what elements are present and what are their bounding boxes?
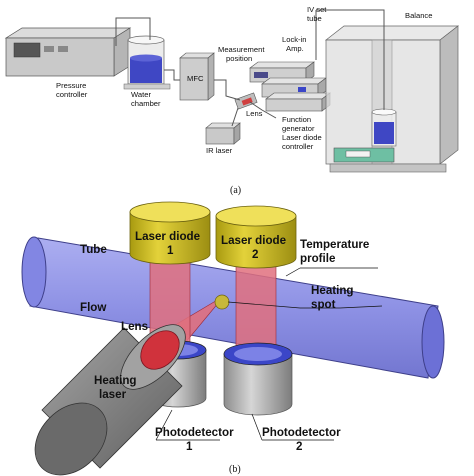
label-measurement-position-line2: position — [226, 54, 252, 63]
label-photodetector-1-line1: Photodetector — [155, 426, 234, 439]
panel-b-leader-lines — [155, 267, 383, 441]
label-laser-diode-2-line2: 2 — [252, 248, 258, 261]
label-lockin-line2: Amp. — [286, 44, 304, 53]
label-function-generator-line1: Function — [282, 115, 311, 124]
label-photodetector-2-line2: 2 — [296, 440, 302, 453]
photodetector-2 — [223, 342, 293, 416]
label-photodetector-1-line2: 1 — [186, 440, 193, 453]
laser-diode-1 — [129, 201, 211, 345]
label-heating-laser-line2: laser — [99, 388, 127, 401]
label-lens-a: Lens — [246, 109, 263, 118]
caption-b: (b) — [229, 464, 241, 475]
label-pressure-controller-line1: Pressure — [56, 81, 86, 90]
label-flow: Flow — [80, 301, 107, 314]
pressure-controller-device — [4, 27, 132, 77]
label-iv-set-line2: tube — [307, 14, 322, 23]
label-water-chamber-line2: chamber — [131, 99, 161, 108]
label-pressure-controller-line2: controller — [56, 90, 88, 99]
label-photodetector-2-line1: Photodetector — [262, 426, 341, 439]
mfc-device — [179, 52, 215, 101]
label-temperature-profile-line2: profile — [300, 252, 336, 265]
label-laser-diode-controller-line2: controller — [282, 142, 314, 151]
water-chamber-device — [123, 35, 171, 90]
label-heating-spot-line1: Heating — [311, 284, 354, 297]
heating-spot-particle — [214, 294, 230, 310]
caption-a: (a) — [230, 185, 241, 196]
label-laser-diode-2-line1: Laser diode — [221, 234, 287, 247]
panel-b: Tube Flow Lens Laser diode 1 Laser diode… — [21, 201, 445, 476]
label-tube: Tube — [80, 243, 107, 256]
laser-diode-2 — [215, 205, 297, 351]
label-ir-laser: IR laser — [206, 146, 233, 155]
label-laser-diode-1-line2: 1 — [167, 244, 174, 257]
label-heating-laser-line1: Heating — [94, 374, 137, 387]
label-laser-diode-controller-line1: Laser diode — [282, 133, 322, 142]
measurement-stage — [205, 92, 258, 145]
label-balance: Balance — [405, 11, 432, 20]
label-laser-diode-1-line1: Laser diode — [135, 230, 201, 243]
balance-device — [324, 25, 460, 173]
label-lockin-line1: Lock-in — [282, 35, 306, 44]
label-heating-spot-line2: spot — [311, 298, 336, 311]
flow-tube — [21, 236, 445, 379]
label-water-chamber-line1: Water — [131, 90, 151, 99]
panel-a-tubing — [115, 9, 385, 127]
panel-a-labels: Pressure controller Water chamber MFC Me… — [56, 5, 432, 155]
label-temperature-profile-line1: Temperature — [300, 238, 370, 251]
label-measurement-position-line1: Measurement — [218, 45, 265, 54]
panel-b-labels: Tube Flow Lens Laser diode 1 Laser diode… — [80, 230, 370, 453]
lens-element — [140, 330, 180, 370]
electronics-stack — [249, 61, 331, 112]
panel-a: Pressure controller Water chamber MFC Me… — [4, 5, 460, 196]
heating-laser — [34, 324, 186, 476]
label-mfc: MFC — [187, 74, 204, 83]
label-iv-set-line1: IV set — [307, 5, 327, 14]
label-function-generator-line2: generator — [282, 124, 315, 133]
label-lens-b: Lens — [121, 320, 148, 333]
